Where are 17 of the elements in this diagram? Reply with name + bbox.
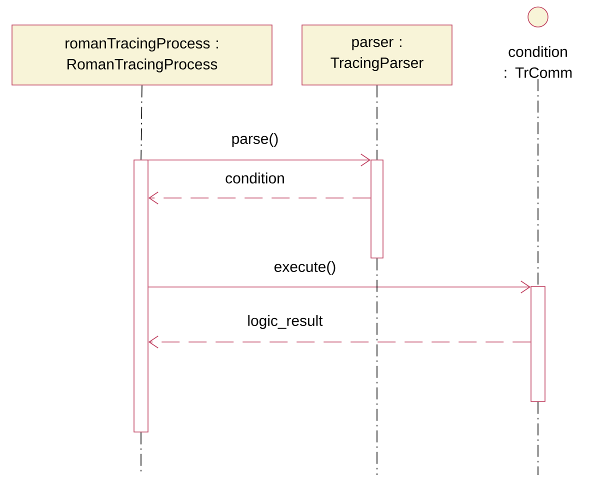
edge-label: parse() [230,132,280,148]
lifeline [140,85,142,160]
object-box: romanTracingProcess : RomanTracingProcess [12,24,272,86]
lifeline [376,258,378,476]
edge-label: condition [224,172,286,184]
return-arrow [148,192,371,204]
return-arrow [148,336,531,348]
edge-label: logic_result [246,314,324,330]
edge-label: execute() [272,260,338,276]
activation-bar [134,160,148,432]
activation-bar [370,160,384,258]
object-label: condition : TrComm [504,46,572,78]
lifeline [376,85,378,160]
message-arrow [148,154,371,166]
object-box: parser : TracingParser [302,24,452,86]
message-arrow [148,280,531,294]
activation-bar [530,286,546,402]
